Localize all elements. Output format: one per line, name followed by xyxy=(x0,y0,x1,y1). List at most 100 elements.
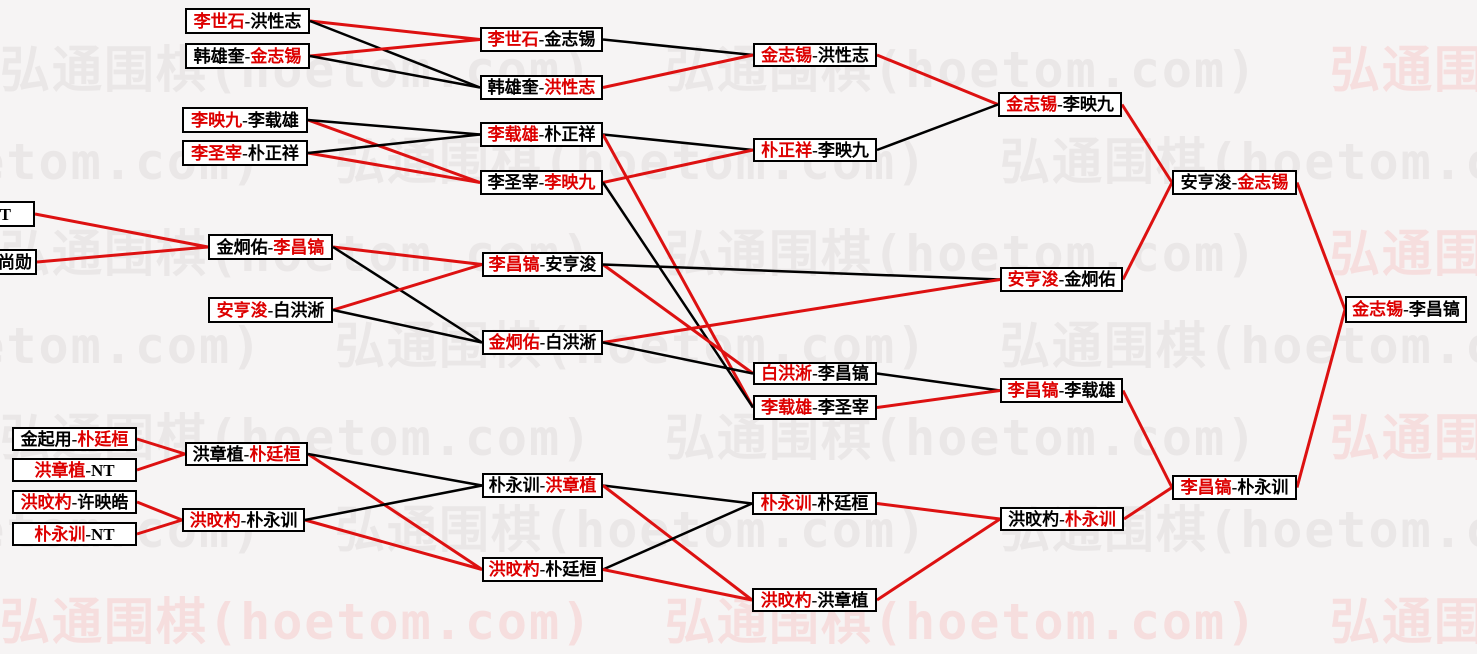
match-box-r1h[interactable]: 安亨浚-白洪淅 xyxy=(208,297,333,323)
player-name-right: 李载雄 xyxy=(247,110,299,130)
match-box-r2d[interactable]: 李圣宰-李映九 xyxy=(480,170,603,195)
player-separator: - xyxy=(244,11,251,31)
match-box-r1k[interactable]: 洪旼杓-许映皓 xyxy=(12,490,137,514)
bracket-link-r3b-r4a xyxy=(876,103,999,152)
match-box-r1j[interactable]: 洪章植-NT xyxy=(12,458,137,482)
player-separator: - xyxy=(539,255,546,274)
bracket-link-r2d-r3b xyxy=(602,148,754,184)
player-name-left: 朴永训 xyxy=(488,476,540,495)
player-name-left: 李世石 xyxy=(487,30,539,49)
match-box-r4d[interactable]: 洪旼杓-朴永训 xyxy=(1000,507,1124,531)
player-separator: - xyxy=(1231,478,1238,497)
player-separator: - xyxy=(85,524,92,544)
match-box-r3e[interactable]: 朴永训-朴廷桓 xyxy=(752,492,877,515)
bracket-link-r1c-r2c xyxy=(307,118,481,136)
player-name-left: 白洪淅 xyxy=(761,364,813,383)
bracket-link-r5a-r6a xyxy=(1295,181,1347,311)
bracket-link-r1h-r2e xyxy=(332,263,483,312)
player-separator: - xyxy=(538,78,545,97)
player-name-left: 安亨浚 xyxy=(216,300,268,320)
player-name-right: NT xyxy=(91,524,115,544)
match-box-r4b[interactable]: 安亨浚-金炯佑 xyxy=(1000,267,1123,292)
watermark-text: 弘通围棋(hoetom.com) xyxy=(1330,225,1477,283)
match-box-r1n[interactable]: 洪旼杓-朴永训 xyxy=(182,508,305,532)
match-box-r1a[interactable]: 李世石-洪性志 xyxy=(185,8,310,34)
bracket-link-r1g-r2f xyxy=(332,245,483,344)
player-separator: - xyxy=(812,398,818,417)
match-box-r2c[interactable]: 李载雄-朴正祥 xyxy=(480,122,603,147)
player-name-left: 李载雄 xyxy=(487,125,539,144)
bracket-link-r1f-r1g xyxy=(36,245,209,264)
match-box-r2f[interactable]: 金炯佑-白洪淅 xyxy=(482,330,603,355)
player-separator: - xyxy=(539,560,546,579)
match-box-r1m[interactable]: 洪章植-朴廷桓 xyxy=(185,442,308,466)
bracket-link-r1k-r1n xyxy=(136,500,183,522)
player-separator: - xyxy=(812,45,818,65)
player-name-right: 朴永训 xyxy=(1064,509,1116,529)
player-name-right: 朴正祥 xyxy=(247,143,299,163)
bracket-link-r1h-r2f xyxy=(332,308,483,344)
match-box-r1b[interactable]: 韩雄奎-金志锡 xyxy=(185,43,310,69)
player-name-left: 李圣宰 xyxy=(487,173,539,192)
bracket-link-r1d-r2c xyxy=(307,133,481,155)
bracket-link-r1b-r2a xyxy=(309,38,481,58)
player-name-right: 朴廷桓 xyxy=(249,444,301,464)
player-name-left: 洪章植 xyxy=(192,444,244,464)
player-name-left: 金志锡 xyxy=(1006,95,1058,114)
watermark-text: 弘通围棋(hoetom.com) xyxy=(0,317,264,375)
match-box-r4a[interactable]: 金志锡-李映九 xyxy=(998,92,1122,117)
bracket-link-r1a-r2b xyxy=(309,19,481,89)
bracket-link-r2a-r3a xyxy=(602,38,754,57)
match-box-r3f[interactable]: 洪旼杓-洪章植 xyxy=(752,588,877,612)
match-box-r2a[interactable]: 李世石-金志锡 xyxy=(480,27,603,52)
player-name-left: 金炯佑 xyxy=(216,237,268,257)
match-box-r1e[interactable]: T xyxy=(0,201,35,227)
match-box-r1c[interactable]: 李映九-李载雄 xyxy=(182,107,308,133)
match-box-r5a[interactable]: 安亨浚-金志锡 xyxy=(1172,170,1297,195)
player-name-left: 安亨浚 xyxy=(1180,173,1232,192)
player-separator: - xyxy=(539,476,546,495)
match-box-r2h[interactable]: 洪旼杓-朴廷桓 xyxy=(482,557,603,582)
match-box-r6a[interactable]: 金志锡-李昌镐 xyxy=(1345,296,1467,323)
bracket-link-r4d-r5b xyxy=(1123,486,1173,521)
player-separator: - xyxy=(1403,300,1409,319)
match-box-r4c[interactable]: 李昌镐-李载雄 xyxy=(1000,378,1123,403)
player-name-right: 洪性志 xyxy=(250,11,302,31)
match-box-r3b[interactable]: 朴正祥-李映九 xyxy=(753,138,877,162)
match-box-r1l[interactable]: 朴永训-NT xyxy=(12,522,137,546)
bracket-link-r1n-r2h xyxy=(304,518,483,571)
watermark-text: 弘通围棋(hoetom.com) xyxy=(1330,41,1477,99)
bracket-link-r1i-r1m xyxy=(136,437,186,456)
bracket-link-r2h-r3f xyxy=(602,568,753,602)
bracket-link-r2h-r3e xyxy=(602,502,753,571)
match-box-r2e[interactable]: 李昌镐-安亨浚 xyxy=(482,252,603,277)
match-box-r2b[interactable]: 韩雄奎-洪性志 xyxy=(480,75,603,100)
match-box-r1g[interactable]: 金炯佑-李昌镐 xyxy=(208,234,333,260)
player-name-left: 李世石 xyxy=(193,11,245,31)
player-name-right: 白洪淅 xyxy=(273,300,325,320)
bracket-link-r4a-r5a xyxy=(1120,103,1174,184)
match-box-r3d[interactable]: 李载雄-李圣宰 xyxy=(753,395,877,420)
match-box-r1d[interactable]: 李圣宰-朴正祥 xyxy=(182,140,308,166)
player-separator: - xyxy=(811,494,818,513)
player-name-left: 朴永训 xyxy=(760,494,812,513)
watermark-text: 弘通围棋(hoetom.com) xyxy=(1000,317,1477,375)
match-box-r1f[interactable]: 尚勋 xyxy=(0,249,37,275)
player-separator: - xyxy=(538,30,545,49)
watermark-text: 弘通围棋(hoetom.com) xyxy=(1330,409,1477,467)
player-name-right: 洪性志 xyxy=(544,78,596,97)
player-separator: - xyxy=(243,444,250,464)
bracket-link-r5b-r6a xyxy=(1295,309,1347,488)
player-name-right: 洪性志 xyxy=(817,45,869,65)
match-box-r3c[interactable]: 白洪淅-李昌镐 xyxy=(753,362,877,385)
bracket-link-r2g-r3f xyxy=(602,484,753,602)
match-box-r1i[interactable]: 金起用-朴廷桓 xyxy=(12,427,137,451)
match-box-r2g[interactable]: 朴永训-洪章植 xyxy=(482,473,603,498)
bracket-link-r1m-r2g xyxy=(307,452,483,487)
player-name-right: 朴正祥 xyxy=(544,125,596,144)
bracket-link-r1c-r2d xyxy=(307,118,481,184)
match-box-r5b[interactable]: 李昌镐-朴永训 xyxy=(1172,475,1297,500)
match-box-r3a[interactable]: 金志锡-洪性志 xyxy=(753,43,877,67)
player-separator: - xyxy=(71,492,78,512)
